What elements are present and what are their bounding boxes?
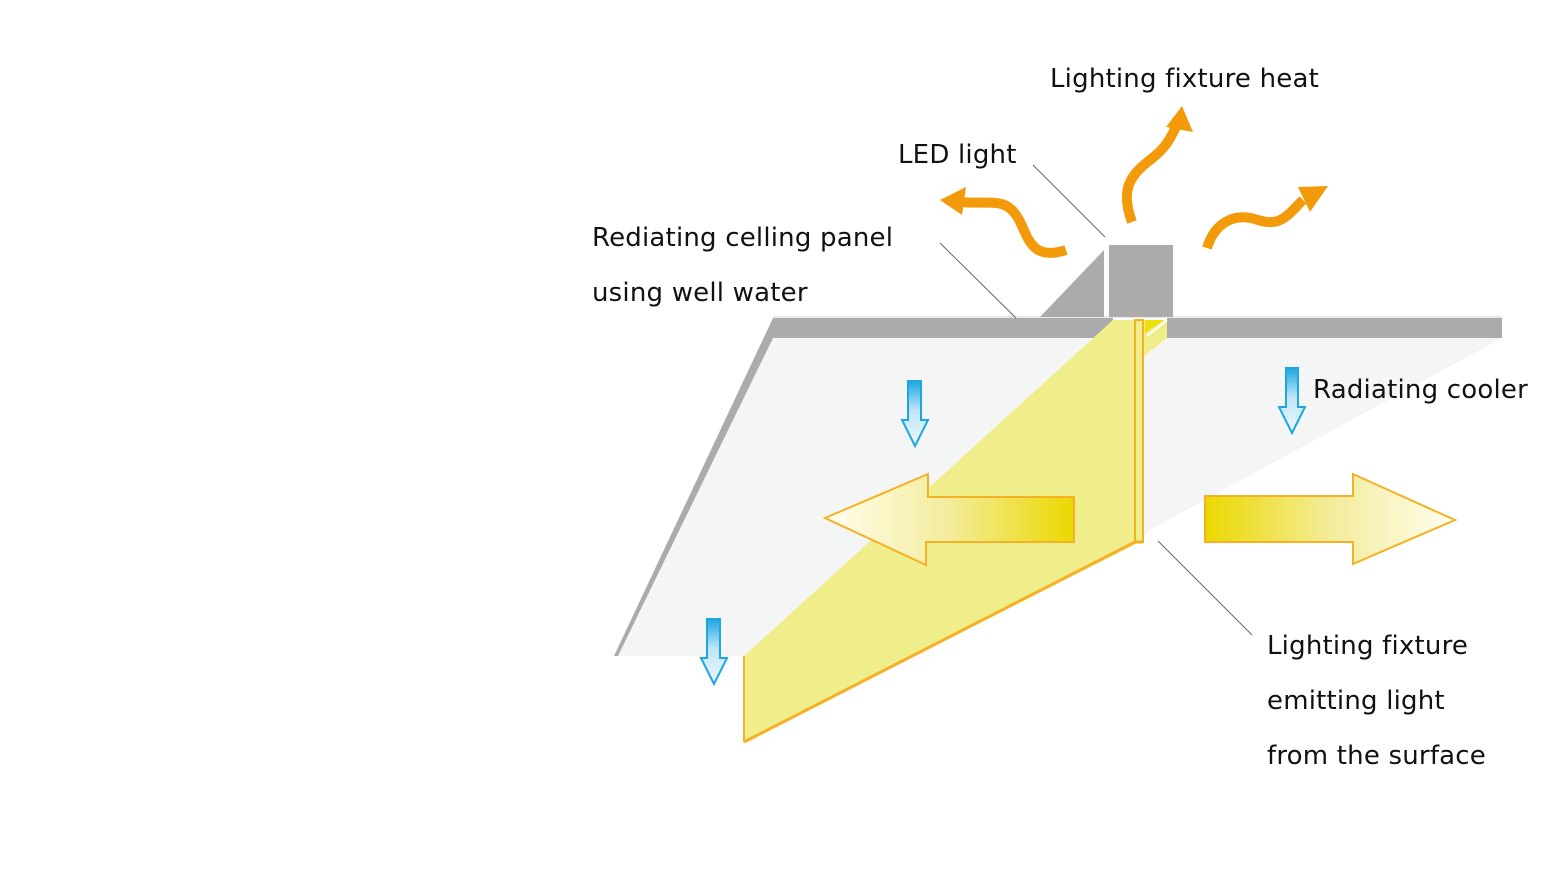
label-fixture-emitting-line-2: emitting light	[1267, 686, 1445, 716]
label-fixture-emitting-line-1: Lighting fixture	[1267, 631, 1469, 661]
label-radiating-cooler: Radiating cooler	[1313, 375, 1528, 405]
light-arrow-right	[1204, 472, 1458, 566]
cool-arrows	[699, 367, 1307, 687]
label-fixture-emitting-line-3: from the surface	[1267, 741, 1486, 771]
light-arrows	[822, 472, 1458, 567]
heat-arrow-right	[1202, 186, 1328, 250]
cool-arrow-center	[900, 380, 930, 449]
leader-lines	[939, 164, 1253, 636]
panel-top-edge-right	[1167, 318, 1502, 338]
leader-led-light	[1032, 164, 1106, 238]
leader-fixture	[1157, 540, 1253, 636]
led-housing-box	[1109, 245, 1173, 317]
cool-arrow-left	[699, 618, 729, 687]
label-fixture-emitting: Lighting fixture emitting light from the…	[1267, 619, 1486, 784]
light-arrow-left	[822, 472, 1075, 567]
label-lighting-fixture-heat: Lighting fixture heat	[1050, 64, 1319, 94]
heat-arrow-left	[940, 187, 1068, 258]
heat-arrows	[940, 106, 1328, 258]
panel-left-edge	[614, 318, 773, 656]
leader-ceiling-panel	[939, 242, 1017, 319]
heat-arrow-up	[1121, 106, 1193, 224]
label-ceiling-panel-line-2: using well water	[592, 278, 808, 308]
fixture-bottom-outline	[743, 540, 1143, 744]
fixture-bright-tip	[1145, 320, 1164, 333]
cool-arrow-right	[1277, 367, 1307, 436]
label-led-light: LED light	[898, 140, 1017, 170]
led-housing-bevel	[1040, 250, 1104, 317]
label-ceiling-panel-line-1: Rediating celling panel	[592, 223, 894, 253]
led-housing	[1040, 245, 1173, 317]
fixture-highlight	[1146, 319, 1168, 337]
panel-top-edge-left	[773, 318, 1113, 338]
fixture-edge-strip	[1134, 319, 1144, 543]
label-ceiling-panel: Rediating celling panel using well water	[592, 211, 893, 321]
